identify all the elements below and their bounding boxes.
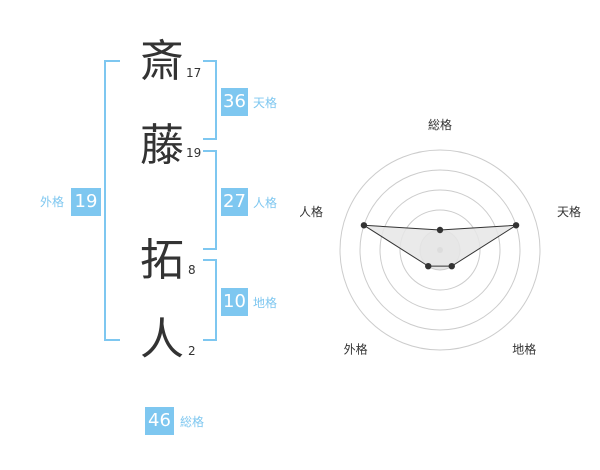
jinkaku-label: 人格 bbox=[253, 196, 278, 210]
tenkaku-value-badge: 36 bbox=[221, 88, 248, 116]
tenkaku-bracket bbox=[203, 60, 217, 140]
gaikaku-value-badge: 19 bbox=[71, 188, 101, 216]
radar-axis-label: 外格 bbox=[344, 342, 368, 357]
stroke-count-4: 2 bbox=[188, 344, 196, 358]
soukaku-value-badge: 46 bbox=[145, 407, 174, 435]
radar-ring-2 bbox=[399, 209, 481, 291]
radar-point-2 bbox=[512, 222, 520, 229]
stroke-count-1: 17 bbox=[186, 66, 202, 80]
gaikaku-label: 外格 bbox=[40, 195, 65, 209]
radar-point-3 bbox=[448, 262, 455, 270]
name-char-4: 人 bbox=[140, 314, 184, 365]
radar-point-1 bbox=[436, 226, 444, 234]
name-char-1: 斎 bbox=[140, 36, 184, 87]
radar-ring-3 bbox=[379, 189, 501, 311]
radar-axis-label: 天格 bbox=[557, 204, 581, 219]
jinkaku-value-badge: 27 bbox=[221, 188, 248, 216]
radar-shape bbox=[360, 222, 520, 270]
radar-axis-label: 人格 bbox=[300, 204, 323, 219]
chikaku-value-badge: 10 bbox=[221, 288, 248, 316]
stroke-count-2: 19 bbox=[186, 146, 202, 160]
radar-point-5 bbox=[360, 222, 368, 229]
jinkaku-bracket bbox=[203, 150, 217, 250]
tenkaku-label: 天格 bbox=[253, 96, 278, 110]
radar-ring-4 bbox=[359, 169, 521, 331]
chikaku-label: 地格 bbox=[253, 296, 278, 310]
name-char-2: 藤 bbox=[140, 120, 184, 171]
name-char-3: 拓 bbox=[140, 235, 184, 286]
radar-point-4 bbox=[425, 262, 432, 270]
gaikaku-bracket bbox=[104, 60, 120, 341]
soukaku-label: 総格 bbox=[180, 415, 205, 429]
chikaku-bracket bbox=[203, 259, 217, 341]
radar-ring-5 bbox=[339, 149, 541, 351]
radar-axis-label: 地格 bbox=[512, 342, 536, 357]
stroke-count-3: 8 bbox=[188, 263, 196, 277]
radar-polygon bbox=[363, 224, 517, 267]
radar-axis-label: 総格 bbox=[428, 117, 452, 132]
